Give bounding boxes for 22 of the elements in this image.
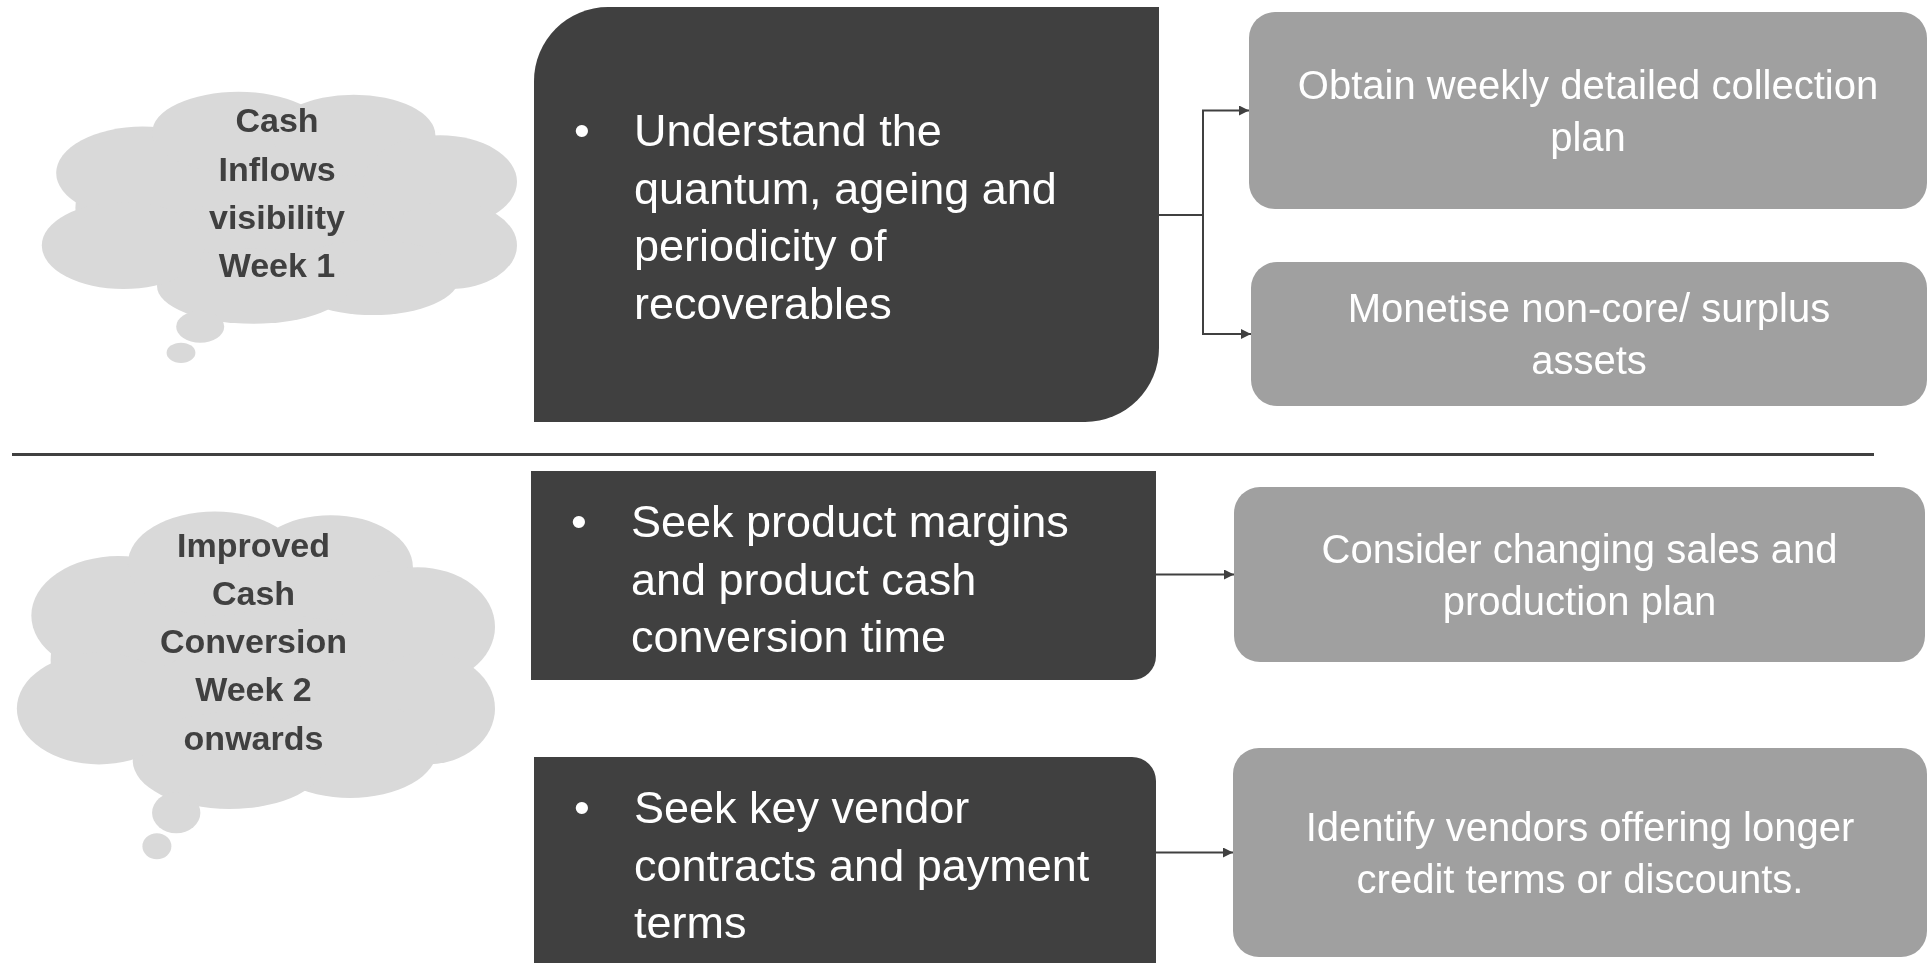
bullet: • [574,104,591,158]
bullet: • [574,781,591,835]
action-box [1249,12,1927,209]
action-box [1233,748,1927,957]
task-box [531,471,1156,680]
task-box [534,7,1159,422]
cloud-label: Improved Cash Conversion Week 2 onwards [158,524,348,759]
arrow [1155,569,1235,580]
task-text: Seek product margins and product cash conversion time [631,495,1070,665]
action-box [1251,262,1927,406]
action-text: Consider changing sales and production plan [1320,525,1839,625]
bullet: • [571,495,588,549]
cloud-label: Cash Inflows visibility Week 1 [207,100,347,287]
action-box [1234,487,1925,662]
action-text: Monetise non-core/ surplus assets [1346,285,1832,384]
task-text: Seek key vendor contracts and payment terms [634,781,1091,951]
action-text: Obtain weekly detailed collection plan [1296,61,1880,161]
action-text: Identify vendors offering longer credit terms or discounts. [1304,803,1856,903]
task-box [534,757,1156,963]
arrow [1158,214,1252,339]
task-text: Understand the quantum, ageing and periodicity of recoverables [634,104,1058,331]
arrow [1155,847,1234,858]
